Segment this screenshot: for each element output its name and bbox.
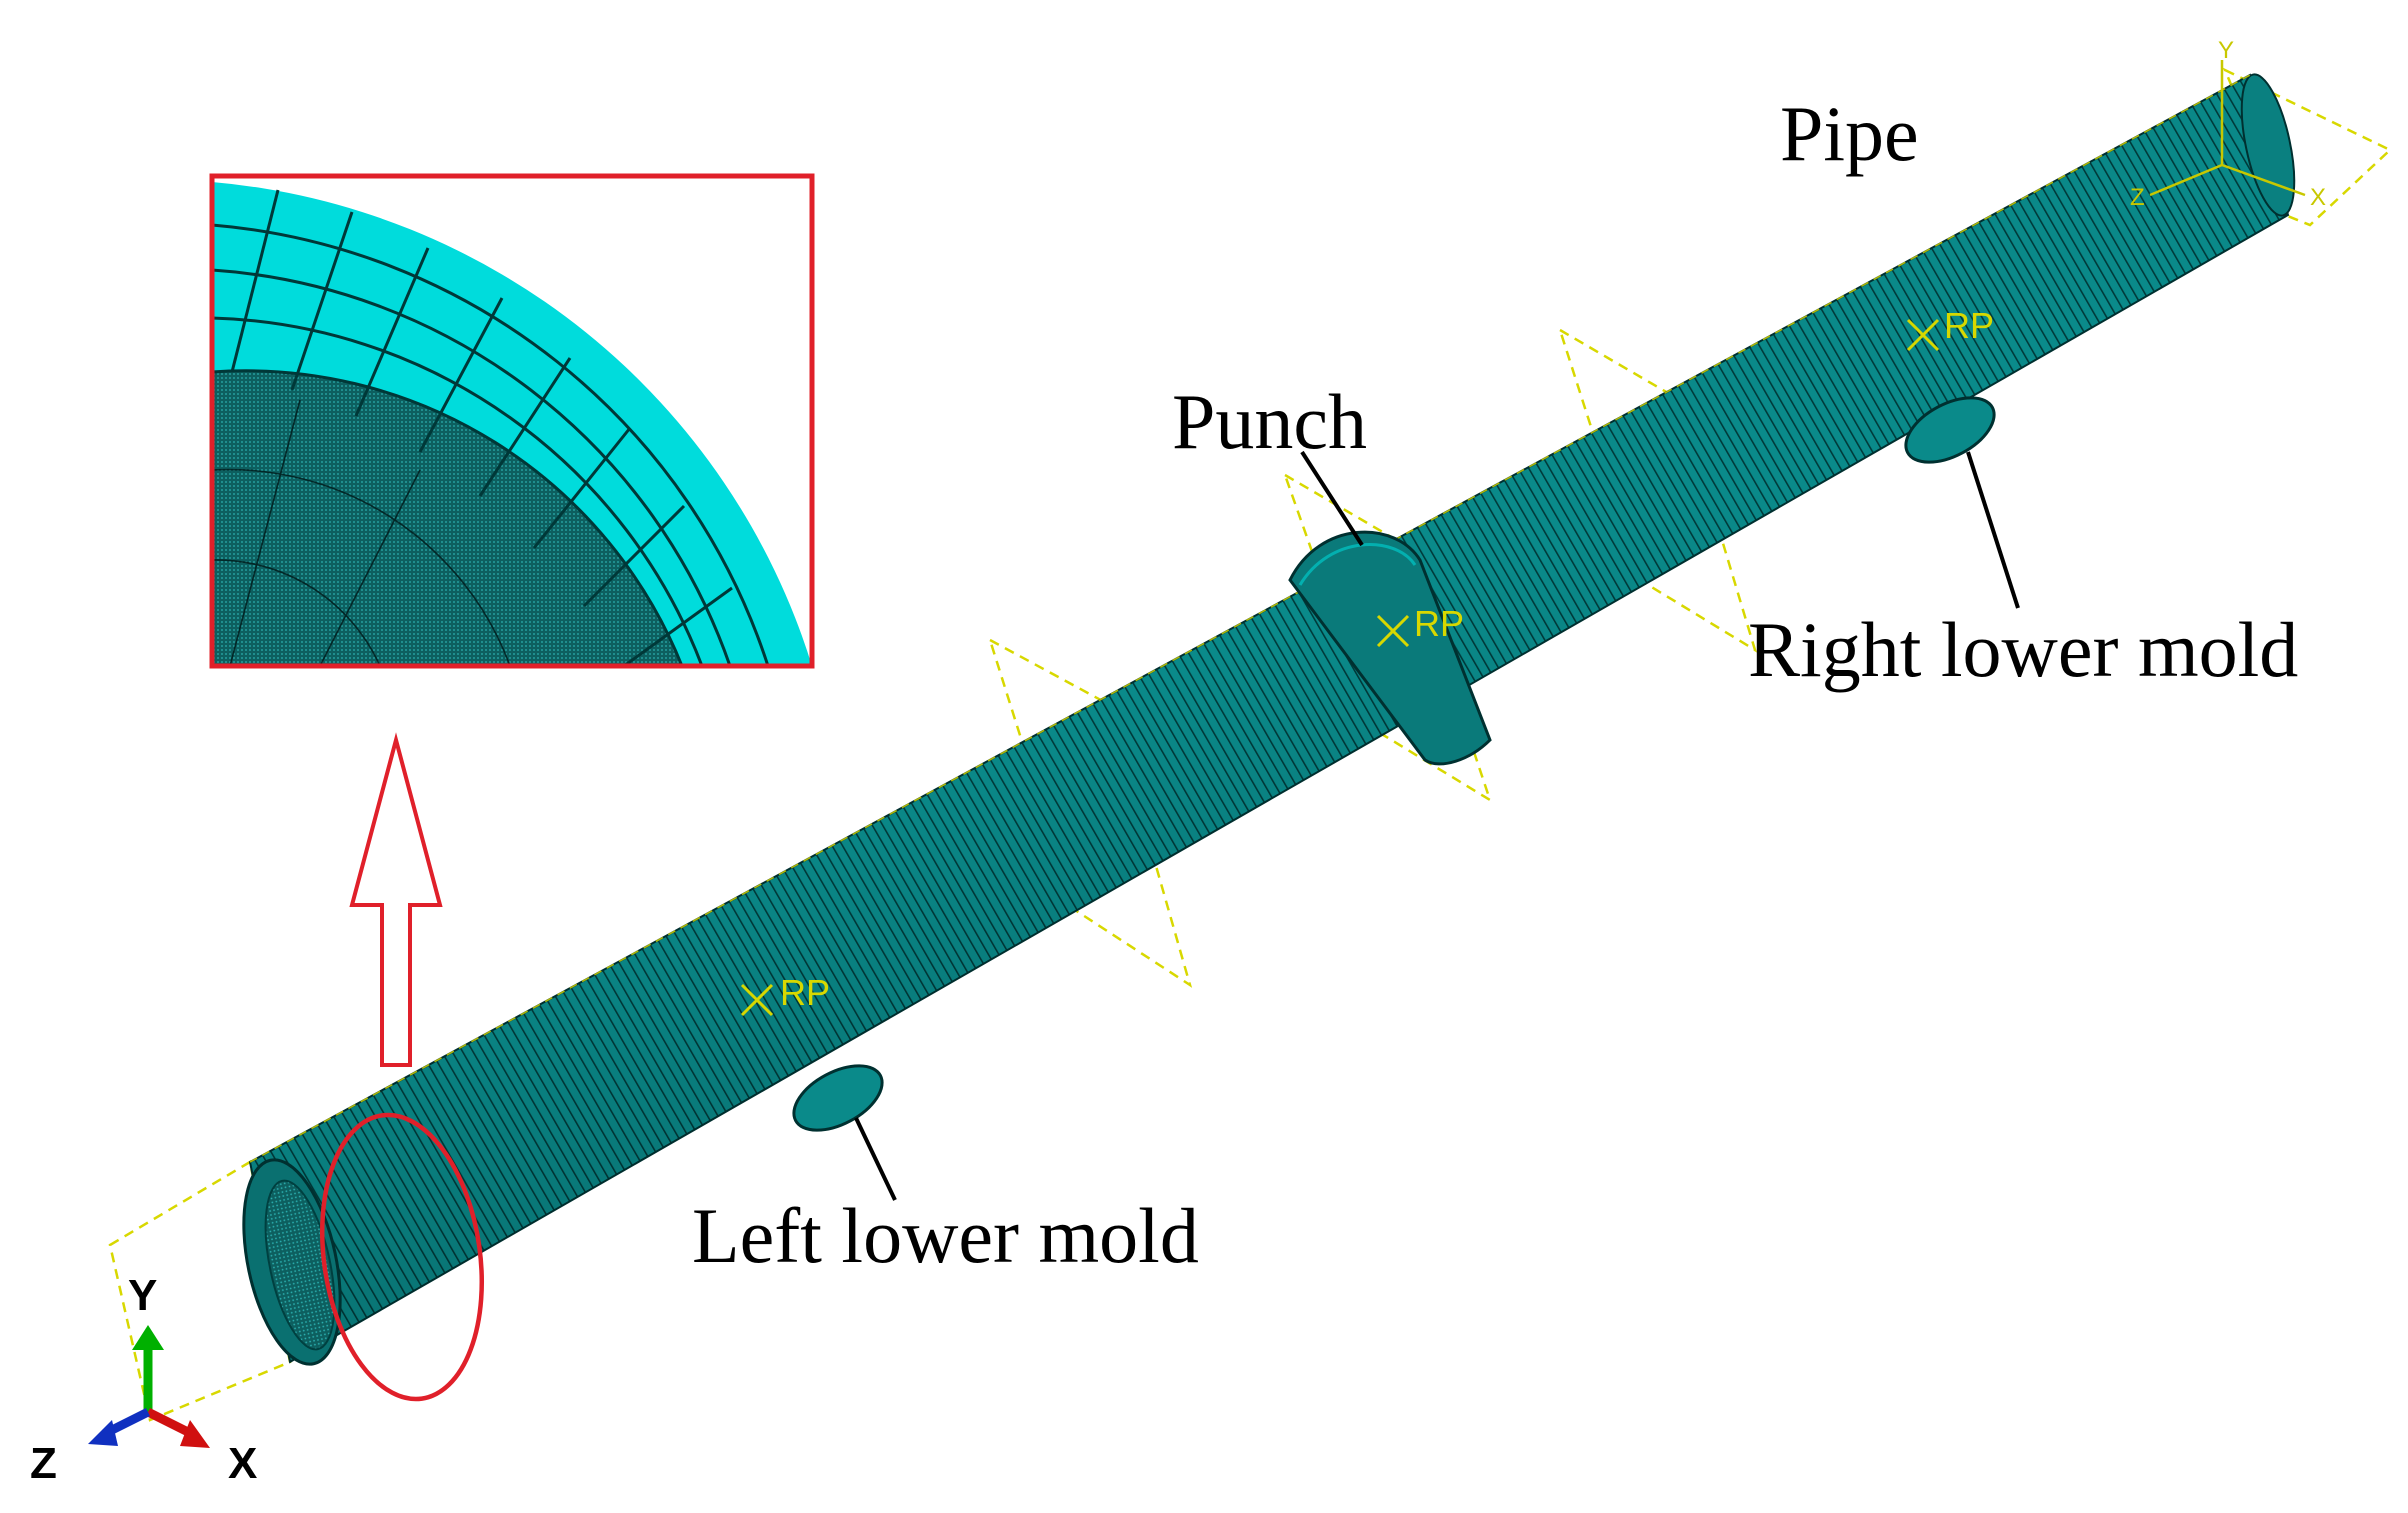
triad-y-label: Y (128, 1271, 157, 1320)
callout-arrow (349, 732, 443, 1067)
rp-right-label: RP (1944, 305, 1994, 346)
punch-label: Punch (1172, 378, 1367, 465)
mini-triad (2149, 60, 2306, 197)
leader-lines (854, 450, 2020, 1201)
pipe-mesh (242, 73, 2296, 1366)
left-lower-mold (792, 1064, 884, 1132)
mini-triad-y: Y (2218, 37, 2234, 64)
inset-zoom (209, 173, 815, 669)
rp-right-marker (1906, 318, 1940, 352)
inset-frame (209, 173, 815, 669)
rp-center-marker (1376, 614, 1410, 648)
punch-ring (1288, 530, 1492, 766)
left-lower-mold-label: Left lower mold (692, 1192, 1199, 1279)
datum-plane-mid (1557, 327, 1758, 653)
punch-leader (1300, 450, 1364, 547)
rp-center-label: RP (1414, 603, 1464, 644)
left-mold-leader (854, 1117, 897, 1201)
coordinate-triad (88, 1325, 210, 1448)
callout-ellipse (319, 1112, 485, 1402)
pipe-label: Pipe (1780, 90, 1919, 177)
right-mold-leader (1966, 451, 2020, 609)
triad-z-label: Z (30, 1439, 57, 1488)
right-lower-mold (1904, 396, 1996, 464)
mini-triad-z: Z (2130, 184, 2145, 211)
rp-left-label: RP (780, 972, 830, 1013)
rp-left-marker (740, 983, 774, 1017)
right-lower-mold-label: Right lower mold (1748, 606, 2298, 693)
reference-points (740, 318, 1940, 1017)
pipe-left-end-inner (264, 1179, 336, 1351)
pipe-right-end (2240, 73, 2296, 217)
datum-plane-left-mold (987, 637, 1193, 988)
pipe-shading (250, 75, 2288, 1362)
mini-triad-x: X (2310, 184, 2326, 211)
inset-inner-bore (212, 370, 682, 666)
datum-plane-right-end (2222, 67, 2393, 227)
tooling (792, 396, 1996, 1132)
detail-callout (319, 732, 485, 1402)
triad-x-label: X (228, 1439, 257, 1488)
